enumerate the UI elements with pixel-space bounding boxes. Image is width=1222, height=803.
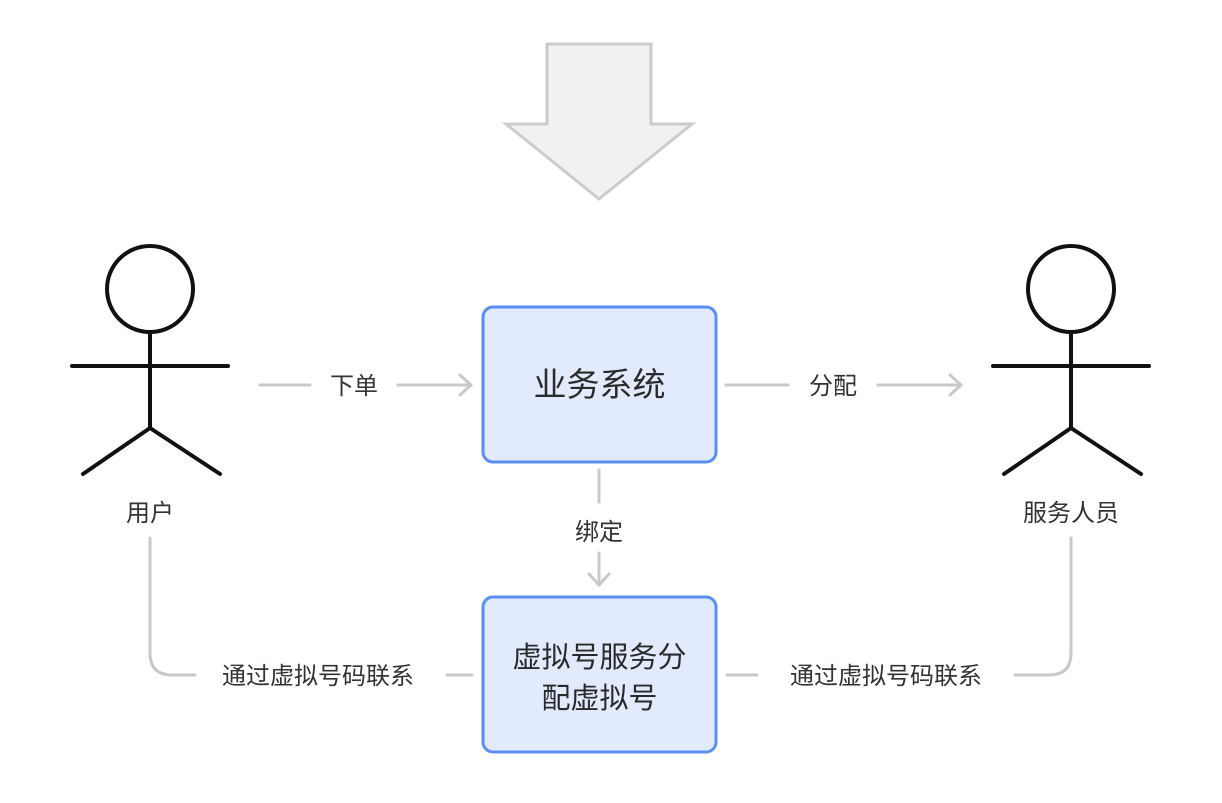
user-label: 用户: [126, 499, 174, 527]
order-connector: [258, 373, 473, 397]
virtual-number-label-line2: 配虚拟号: [541, 681, 657, 715]
order-label: 下单: [330, 372, 378, 400]
assign-label: 分配: [809, 372, 857, 400]
assign-connector: [724, 373, 963, 397]
staff-label: 服务人员: [1023, 499, 1119, 527]
contact-left-label: 通过虚拟号码联系: [222, 662, 414, 690]
virtual-number-node: [481, 595, 718, 754]
bind-connector: [587, 468, 611, 587]
virtual-number-label-line1: 虚拟号服务分: [512, 640, 686, 674]
contact-left-connector: [148, 536, 474, 677]
business-system-node: [481, 305, 718, 464]
bind-label: 绑定: [575, 518, 623, 546]
staff-actor-icon: [991, 244, 1151, 476]
down-arrow-icon: [501, 42, 697, 201]
contact-right-connector: [725, 536, 1073, 677]
contact-right-label: 通过虚拟号码联系: [790, 662, 982, 690]
user-actor-icon: [70, 244, 230, 476]
business-system-label: 业务系统: [534, 365, 666, 404]
